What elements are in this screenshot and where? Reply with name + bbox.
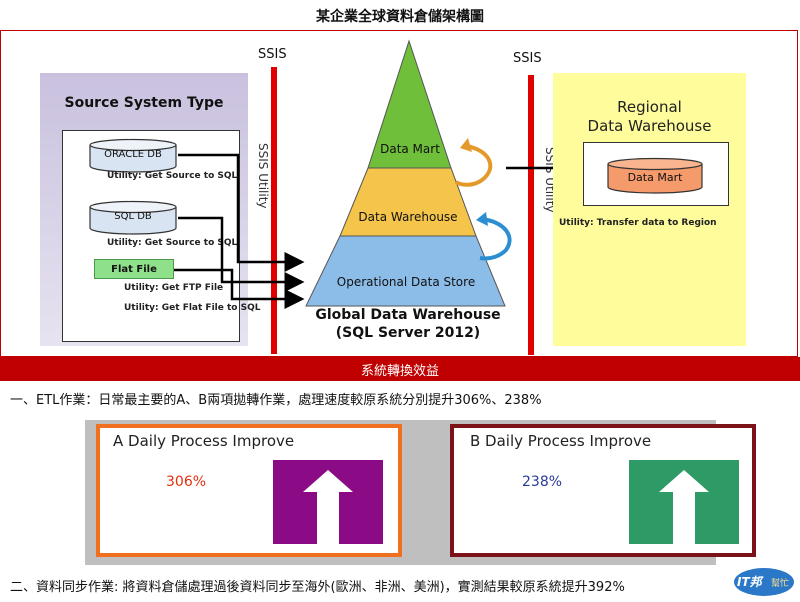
regional-title-line-2: Data Warehouse (587, 117, 712, 135)
flat-file-box: Flat File (94, 259, 174, 279)
card-a-label: A Daily Process Improve (113, 432, 295, 450)
ssis-right-bar (528, 75, 534, 355)
page-title: 某企業全球資料倉儲架構圖 (316, 9, 484, 25)
regional-data-mart-icon (607, 157, 703, 194)
regional-title: Regional Data Warehouse (553, 98, 746, 136)
ssis-left-label: SSIS (258, 47, 287, 62)
pyramid-ods (305, 235, 506, 307)
sql-db-label: SQL DB (114, 211, 152, 222)
source-title: Source System Type (64, 95, 224, 111)
flow-arrows (174, 39, 595, 309)
logo-text-2: 幫忙 (771, 579, 790, 589)
pyramid-caption-2: (SQL Server 2012) (335, 325, 481, 341)
up-arrow-icon (659, 470, 709, 544)
oracle-db-icon (89, 138, 177, 173)
oracle-utility: Utility: Get Source to SQL (107, 171, 238, 181)
ssis-left-bar (271, 67, 277, 354)
ssis-right-label: SSIS (513, 51, 542, 66)
oracle-flow-arrow (178, 153, 305, 272)
regional-data-mart-label: Data Mart (627, 171, 683, 184)
flat-file-flow-arrow (174, 268, 305, 309)
sync-description: 二、資料同步作業: 將資料倉儲處理過後資料同步至海外(歐洲、非洲、美洲)，實測結… (10, 580, 625, 595)
orange-cycle-arrow (454, 144, 493, 187)
layer-data-mart-label: Data Mart (380, 142, 440, 156)
card-a-arrow-box (273, 460, 383, 544)
benefit-banner (0, 357, 800, 381)
ithome-logo: IT邦 幫忙 (733, 567, 795, 597)
blue-cycle-arrow (479, 217, 512, 261)
sql-db-icon (89, 200, 177, 235)
etl-description: 一、ETL作業：日常最主要的A、B兩項拋轉作業，處理速度較原系統分別提升306%… (10, 393, 542, 408)
pyramid-caption-1: Global Data Warehouse (315, 307, 501, 323)
flat-file-utility-sql: Utility: Get Flat File to SQL (124, 303, 261, 313)
pyramid-data-warehouse (339, 167, 477, 237)
logo-text-1: IT邦 (737, 575, 762, 589)
up-arrow-icon (303, 470, 353, 544)
layer-ods-label: Operational Data Store (336, 275, 476, 289)
sql-flow-arrow (178, 216, 305, 292)
card-b-value: 238% (522, 474, 563, 490)
flat-file-utility-ftp: Utility: Get FTP File (124, 283, 224, 293)
card-a-value: 306% (166, 474, 207, 490)
regional-title-line-1: Regional (617, 98, 682, 116)
card-b-label: B Daily Process Improve (470, 432, 652, 450)
regional-utility: Utility: Transfer data to Region (559, 218, 717, 228)
oracle-db-label: ORACLE DB (104, 149, 162, 160)
card-b-arrow-box (629, 460, 739, 544)
layer-data-warehouse-label: Data Warehouse (358, 210, 458, 224)
regional-panel (553, 73, 746, 346)
sql-utility: Utility: Get Source to SQL (107, 238, 238, 248)
benefit-banner-text: 系統轉換效益 (360, 364, 439, 379)
